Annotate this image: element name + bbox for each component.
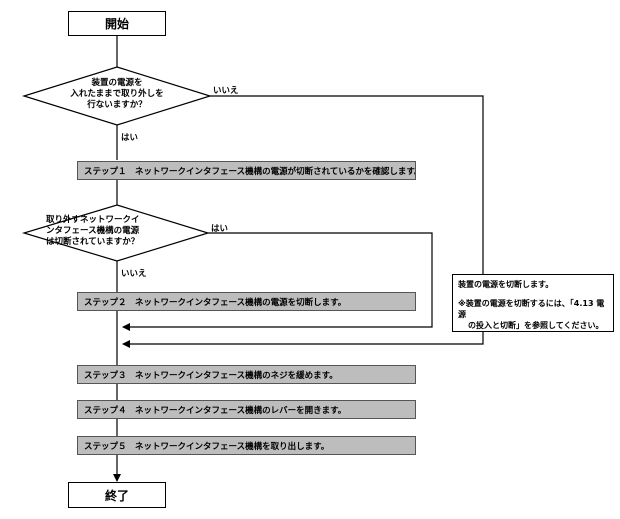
decision1-text: 装置の電源を 入れたままで取り外しを 行ないますか？ (52, 78, 182, 111)
decision2-line3: は切断されていますか？ (46, 237, 140, 247)
decision1-yes-label: はい (121, 133, 139, 143)
decision2-yes-label: はい (211, 224, 229, 234)
step-2: ステップ２ ネットワークインタフェース機構の電源を切断します。 (77, 292, 416, 311)
step-1-label: ステップ１ ネットワークインタフェース機構の電源が切断されているかを確認します。 (84, 166, 416, 177)
decision2-line1: 取り外すネットワークイ (46, 215, 140, 225)
decision1-line3: 行ないますか？ (87, 100, 147, 110)
decision2-line2: ンタフェース機構の電源 (46, 226, 140, 236)
step-4-label: ステップ４ ネットワークインタフェース機構のレバーを開きます。 (84, 405, 347, 416)
decision1-line1: 装置の電源を (91, 78, 143, 88)
note-line1: 装置の電源を切断します。 (458, 280, 554, 289)
step-1: ステップ１ ネットワークインタフェース機構の電源が切断されているかを確認します。 (77, 161, 416, 180)
start-label: 開始 (104, 17, 129, 31)
step-5-label: ステップ５ ネットワークインタフェース機構を取り出します。 (84, 441, 330, 452)
step-4: ステップ４ ネットワークインタフェース機構のレバーを開きます。 (77, 400, 416, 419)
start-terminal: 開始 (68, 11, 166, 36)
step-3: ステップ３ ネットワークインタフェース機構のネジを緩めます。 (77, 365, 416, 384)
note-line2: ※装置の電源を切断するには、「4.13 電源 (458, 299, 605, 319)
step-2-label: ステップ２ ネットワークインタフェース機構の電源を切断します。 (84, 297, 347, 308)
decision2-text: 取り外すネットワークイ ンタフェース機構の電源 は切断されていますか？ (46, 215, 182, 248)
step-5: ステップ５ ネットワークインタフェース機構を取り出します。 (77, 436, 416, 455)
decision1-line2: 入れたままで取り外しを (70, 89, 164, 99)
end-terminal: 終了 (68, 482, 166, 508)
end-label: 終了 (104, 488, 129, 503)
step-3-label: ステップ３ ネットワークインタフェース機構のネジを緩めます。 (84, 370, 338, 381)
decision2-no-label: いいえ (121, 269, 147, 279)
power-off-note: 装置の電源を切断します。 ※装置の電源を切断するには、「4.13 電源 の投入と… (452, 274, 614, 332)
note-line3: の投入と切断」を参照してください。 (468, 321, 604, 330)
decision1-no-label: いいえ (213, 86, 239, 96)
